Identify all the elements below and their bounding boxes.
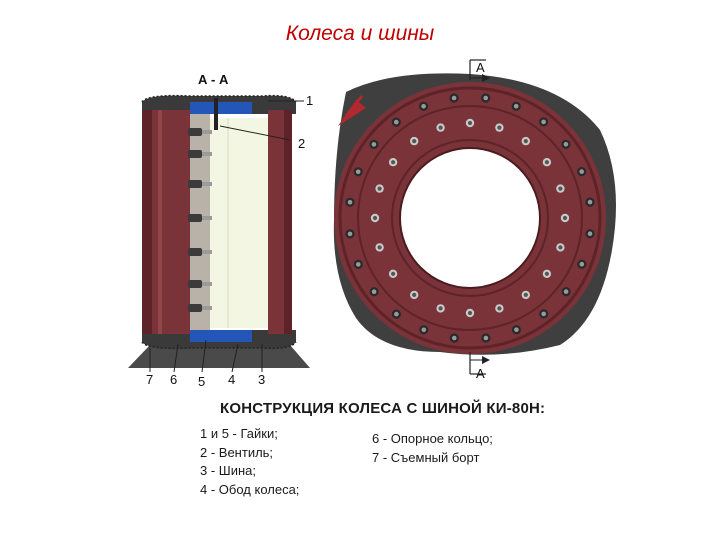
bolt-center bbox=[523, 139, 528, 144]
bolt-center bbox=[587, 199, 593, 205]
bolt-center bbox=[438, 125, 443, 130]
bolt-center bbox=[372, 215, 378, 221]
legend-left: 1 и 5 - Гайки; 2 - Вентиль; 3 - Шина; 4 … bbox=[200, 425, 299, 499]
valve bbox=[214, 98, 218, 130]
bolt-center bbox=[497, 306, 502, 311]
bolt-center bbox=[421, 104, 426, 109]
bolt-center bbox=[562, 215, 568, 221]
bolt-center bbox=[544, 160, 550, 165]
bolt-center bbox=[371, 289, 377, 295]
legend-item: 3 - Шина; bbox=[200, 463, 256, 478]
bolt-center bbox=[497, 125, 502, 130]
legend-item: 4 - Обод колеса; bbox=[200, 481, 300, 497]
bolt-center bbox=[394, 119, 399, 125]
callout-2: 2 bbox=[298, 136, 305, 151]
bolt-center bbox=[394, 311, 399, 317]
tube-bottom bbox=[190, 330, 252, 342]
bolt-center bbox=[563, 289, 569, 294]
bolt-center bbox=[452, 335, 457, 341]
bolt-center bbox=[412, 292, 417, 297]
bolt-center bbox=[371, 142, 377, 147]
bolt-center bbox=[513, 103, 519, 109]
legend-item: 6 - Опорное кольцо; bbox=[372, 431, 493, 446]
legend-item: 7 - Съемный борт bbox=[372, 449, 480, 465]
section-label: А - А bbox=[198, 72, 229, 87]
bolt-center bbox=[579, 261, 585, 267]
tube-top bbox=[190, 102, 252, 114]
front-view: А А bbox=[333, 59, 616, 381]
slide-title: Колеса и шины bbox=[285, 22, 435, 45]
bolt-center bbox=[438, 306, 443, 311]
bolt-center bbox=[544, 271, 550, 276]
bolt-center bbox=[563, 142, 569, 147]
center-hole bbox=[400, 148, 540, 288]
legend-item: 1 и 5 - Гайки; bbox=[200, 426, 278, 441]
section-mark-top: А bbox=[476, 60, 485, 75]
bolt-center bbox=[355, 169, 361, 175]
cross-section-view: А - А 1 2 7 6 5 4 3 bbox=[128, 72, 313, 389]
inner-bolt-ring bbox=[370, 118, 570, 318]
bolt-center bbox=[579, 169, 584, 174]
bolt-center bbox=[412, 139, 417, 144]
callout-6: 6 bbox=[170, 372, 177, 387]
legend-item: 2 - Вентиль; bbox=[200, 444, 274, 460]
bolt-center bbox=[377, 245, 382, 250]
valve-arrow bbox=[338, 100, 366, 126]
legend-right: 6 - Опорное кольцо; 7 - Съемный борт bbox=[372, 430, 493, 467]
bolt-center bbox=[421, 327, 427, 333]
bolt-center bbox=[558, 245, 563, 250]
rim-interior bbox=[210, 118, 268, 328]
callout-3: 3 bbox=[258, 372, 265, 387]
bolt-center bbox=[483, 95, 489, 101]
bolt-center bbox=[558, 186, 563, 191]
bolt-center bbox=[467, 120, 473, 126]
callout-1: 1 bbox=[306, 93, 313, 108]
bolt-center bbox=[391, 160, 396, 165]
bolt-center bbox=[347, 231, 353, 237]
bolt-center bbox=[483, 335, 489, 341]
bolt-center bbox=[451, 95, 457, 101]
section-mark-bottom: А bbox=[476, 366, 485, 381]
ground-shadow bbox=[128, 345, 310, 368]
bolt-center bbox=[467, 310, 473, 316]
bolt-center bbox=[523, 292, 528, 297]
bolt-center bbox=[347, 200, 353, 205]
bolt-center bbox=[587, 231, 593, 236]
callout-4: 4 bbox=[228, 372, 235, 387]
bolt-center bbox=[356, 262, 361, 267]
legend-heading: КОНСТРУКЦИЯ КОЛЕСА С ШИНОЙ КИ-80Н: bbox=[220, 400, 546, 417]
bolt-center bbox=[541, 119, 546, 125]
callout-5: 5 bbox=[198, 374, 205, 389]
bolt-center bbox=[377, 186, 382, 191]
outer-bolt-ring bbox=[345, 93, 595, 343]
bolt-center bbox=[391, 271, 396, 276]
bolt-center bbox=[514, 327, 519, 333]
callout-7: 7 bbox=[146, 372, 153, 387]
bolt-center bbox=[541, 311, 546, 317]
